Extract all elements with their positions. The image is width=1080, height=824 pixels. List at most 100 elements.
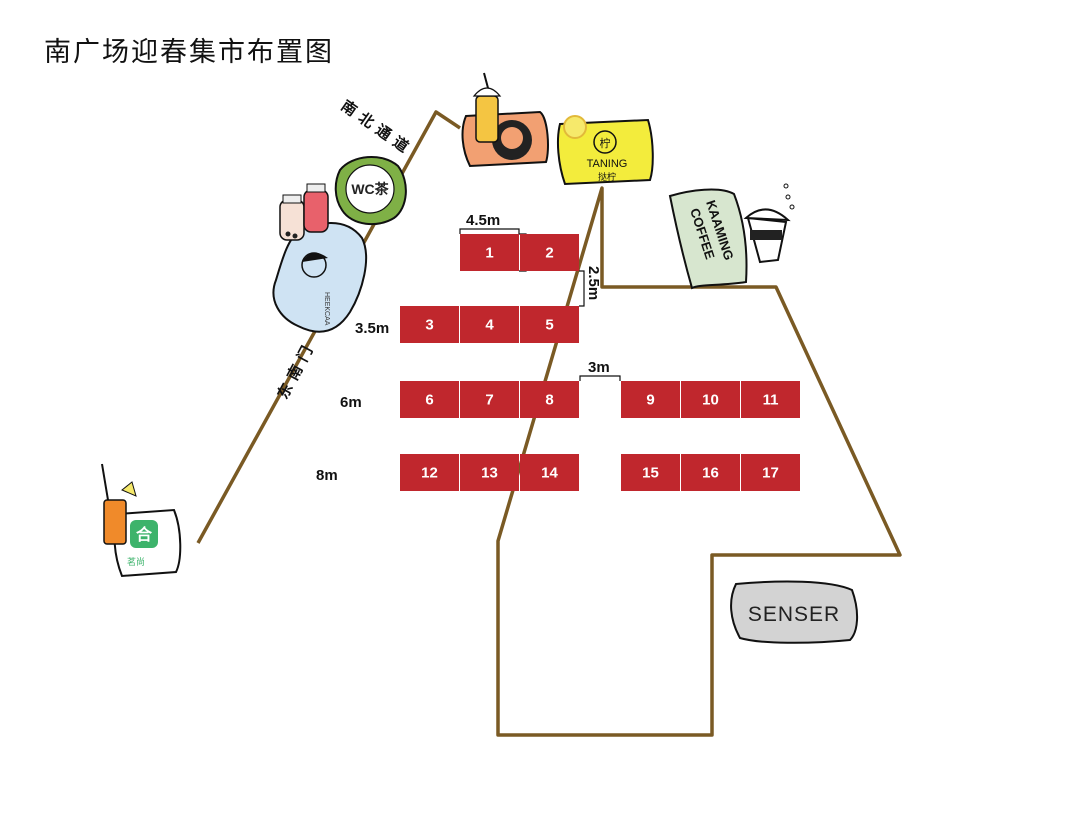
center-aisle-label: 3m xyxy=(588,359,610,376)
booth-number: 10 xyxy=(702,392,719,409)
booth-number: 11 xyxy=(763,392,779,409)
booth-7[interactable]: 7 xyxy=(460,381,519,418)
width-bracket xyxy=(459,228,520,234)
aisle-2-5-label: 2.5m xyxy=(585,266,602,300)
heekcaa-card xyxy=(272,222,368,333)
booth-number: 8 xyxy=(545,392,553,409)
kaaming-card xyxy=(668,188,748,290)
booth-rect xyxy=(741,454,800,491)
booth-9[interactable]: 9 xyxy=(621,381,680,418)
center-aisle-bracket xyxy=(579,375,621,381)
booth-12[interactable]: 12 xyxy=(400,454,459,491)
booth-rect xyxy=(520,381,579,418)
bottle-cap-icon xyxy=(282,194,302,204)
juice-cup-icon xyxy=(103,499,127,545)
booth-number: 17 xyxy=(762,465,779,482)
booth-number: 7 xyxy=(485,392,493,409)
booth-rect xyxy=(400,454,459,491)
booth-number: 2 xyxy=(545,245,553,262)
booth-6[interactable]: 6 xyxy=(400,381,459,418)
booth-14[interactable]: 14 xyxy=(520,454,579,491)
booth-number: 15 xyxy=(642,465,659,482)
shop-wcha[interactable]: WC茶 xyxy=(334,155,407,226)
north-passage-label: 南北通道 xyxy=(338,97,417,160)
booth-rect xyxy=(681,454,740,491)
ming-logo-square xyxy=(130,520,158,548)
cup-lid-icon xyxy=(472,87,502,97)
booth-13[interactable]: 13 xyxy=(460,454,519,491)
wcha-logo-circle xyxy=(345,164,395,214)
straw-icon xyxy=(101,463,109,501)
taning-logo-circle xyxy=(593,130,617,154)
ming-logo-glyph: 合 xyxy=(136,525,153,544)
booth-2[interactable]: 2 xyxy=(520,234,579,271)
shop-senser[interactable]: SENSER xyxy=(730,580,858,644)
booth-rect xyxy=(460,381,519,418)
boba-icon xyxy=(285,231,291,237)
booth-number: 5 xyxy=(545,317,553,334)
booth-rect xyxy=(621,454,680,491)
booth-15[interactable]: 15 xyxy=(621,454,680,491)
bottle-icon xyxy=(303,189,329,233)
coffee-lid-icon xyxy=(743,208,791,222)
row3-gap-label: 6m xyxy=(340,394,362,411)
aisle-bracket xyxy=(579,270,585,307)
shop-heekcaa[interactable]: HEEKCAA xyxy=(272,183,368,333)
booth-number: 16 xyxy=(702,465,719,482)
booth-1[interactable]: 1 xyxy=(460,234,519,271)
booth-number: 1 xyxy=(485,245,493,262)
senser-name: SENSER xyxy=(748,603,840,626)
booth-17[interactable]: 17 xyxy=(741,454,800,491)
booth-3[interactable]: 3 xyxy=(400,306,459,343)
booth-number: 4 xyxy=(485,317,494,334)
shop-ming[interactable]: 合 茗尚 xyxy=(101,463,182,578)
booth-10[interactable]: 10 xyxy=(681,381,740,418)
shop-monkey-drink[interactable] xyxy=(461,72,549,168)
booth-rect xyxy=(460,454,519,491)
booth-5[interactable]: 5 xyxy=(520,306,579,343)
taning-logo-glyph: 柠 xyxy=(600,136,611,150)
booth-8[interactable]: 8 xyxy=(520,381,579,418)
taning-subname: 挞柠 xyxy=(598,171,616,182)
shop-taning[interactable]: 柠 TANING 挞柠 xyxy=(556,115,654,186)
boba-icon xyxy=(292,233,298,239)
steam-icon xyxy=(789,204,795,210)
booth-16[interactable]: 16 xyxy=(681,454,740,491)
square-boundary xyxy=(196,110,902,737)
booth-rect xyxy=(460,234,519,271)
bottle-cap-icon xyxy=(306,183,326,193)
booth-rect xyxy=(400,381,459,418)
booth-11[interactable]: 11 xyxy=(741,381,800,418)
booth-rect xyxy=(621,381,680,418)
ming-name: 茗尚 xyxy=(127,556,145,567)
booth-rect xyxy=(520,234,579,271)
shop-kaaming-coffee[interactable]: KAAMING COFFEE xyxy=(668,183,795,290)
booth-number: 14 xyxy=(541,465,558,482)
booth-rect xyxy=(520,306,579,343)
booth-width-label: 4.5m xyxy=(466,212,500,229)
booth-4[interactable]: 4 xyxy=(460,306,519,343)
straw-icon xyxy=(483,72,489,89)
booth-number: 9 xyxy=(646,392,654,409)
senser-card xyxy=(730,580,858,644)
booth-number: 6 xyxy=(425,392,433,409)
lemon-icon xyxy=(563,115,587,139)
heekcaa-label: HEEKCAA xyxy=(323,292,330,326)
coffee-band-icon xyxy=(750,230,782,240)
booth-rect xyxy=(460,306,519,343)
drink-cup-icon xyxy=(475,95,499,143)
row4-gap-label: 8m xyxy=(316,467,338,484)
hair-icon xyxy=(302,252,328,262)
booth-number: 3 xyxy=(425,317,433,334)
taning-name: TANING xyxy=(587,158,628,170)
booth-number: 12 xyxy=(421,465,438,482)
wcha-logo-label: WC茶 xyxy=(351,181,389,197)
lemon-slice-icon xyxy=(121,481,137,497)
east-gate-label: 东南门 xyxy=(274,338,319,402)
steam-icon xyxy=(783,183,789,189)
booth-rect xyxy=(681,381,740,418)
page-title: 南广场迎春集市布置图 xyxy=(44,37,334,68)
booth-rect xyxy=(741,381,800,418)
